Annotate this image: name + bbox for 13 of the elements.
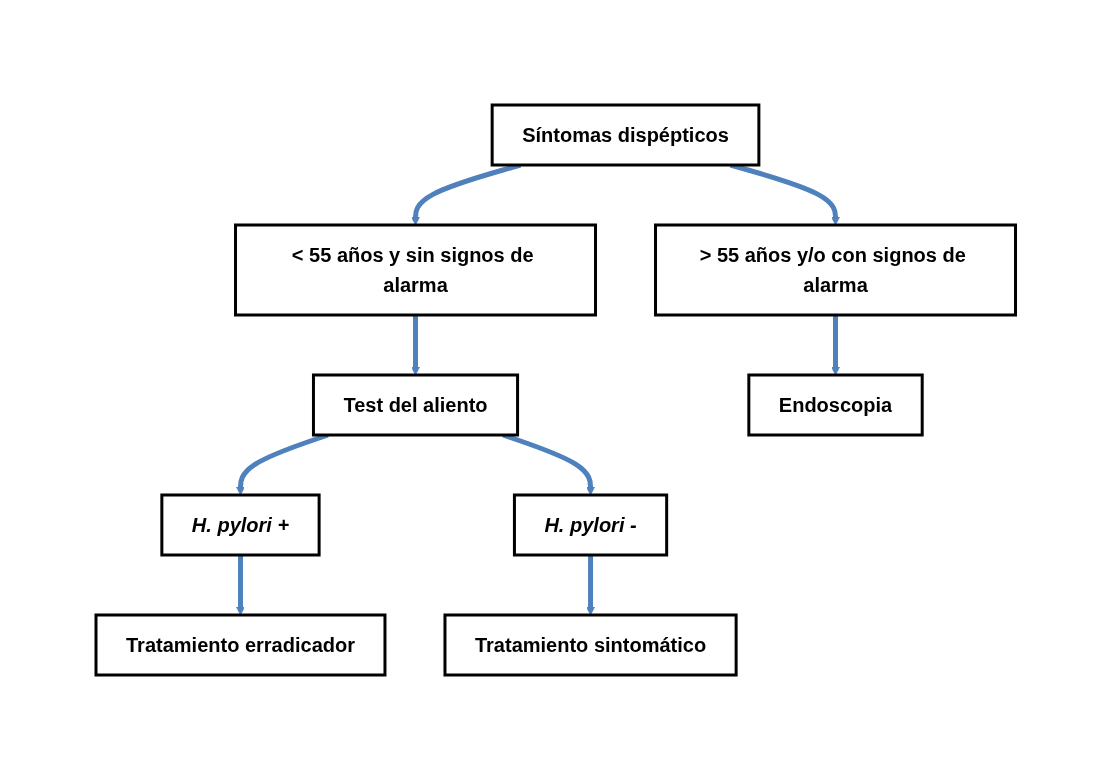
node-box: Síntomas dispépticos — [490, 103, 761, 167]
node-box: H. pylori + — [160, 493, 321, 557]
arrow — [411, 315, 421, 376]
node-box: Tratamiento sintomático — [443, 613, 738, 677]
node-box: Endoscopia — [747, 373, 924, 437]
arrow — [586, 555, 596, 616]
arrow — [236, 555, 246, 616]
node-box: Tratamiento erradicador — [94, 613, 387, 677]
node-box: H. pylori - — [513, 493, 669, 557]
arrow — [831, 315, 841, 376]
node-box: Test del aliento — [312, 373, 520, 437]
node-box: < 55 años y sin signos de alarma — [234, 223, 598, 317]
node-box: > 55 años y/o con signos de alarma — [654, 223, 1018, 317]
